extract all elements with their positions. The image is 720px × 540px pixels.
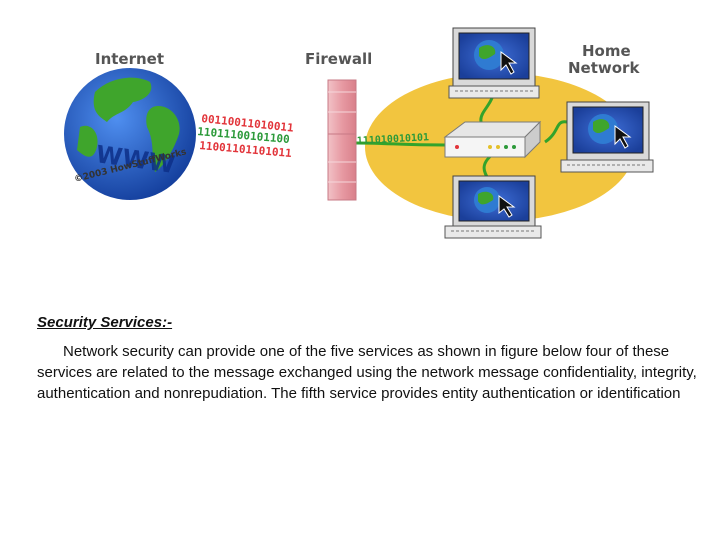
- computer-icon-bottom: [444, 175, 542, 239]
- security-services-section: Security Services:- Network security can…: [37, 314, 697, 404]
- bit-stream-right: 111010010101: [357, 132, 430, 147]
- firewall-label: Firewall: [305, 50, 372, 68]
- home-network-label-line2: Network: [568, 59, 640, 77]
- router-icon: [443, 120, 542, 159]
- section-paragraph: Network security can provide one of the …: [37, 343, 697, 402]
- network-diagram: Internet Firewall Home Network 001100110…: [64, 27, 654, 239]
- globe-icon: WWW: [64, 68, 196, 200]
- internet-label: Internet: [95, 50, 164, 68]
- home-network-label-line1: Home: [582, 42, 631, 60]
- computer-icon-right: [560, 101, 654, 173]
- firewall-icon: [327, 79, 357, 201]
- section-heading: Security Services:-: [37, 314, 173, 331]
- computer-icon-top: [448, 27, 540, 99]
